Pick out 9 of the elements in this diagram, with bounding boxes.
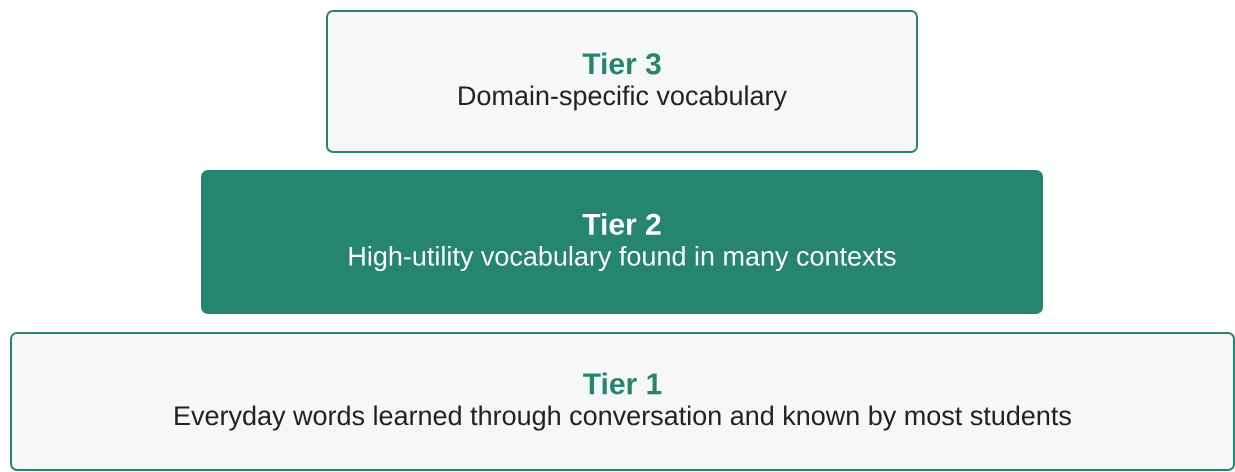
tier-box [10,332,1235,471]
tier-heading: Tier 1 [583,372,662,395]
tier-description: Domain-specific vocabulary [459,85,787,111]
tier-heading: Tier 2 [582,212,661,235]
tier-description: Everyday words learned through conversation and known by most students [175,405,1071,431]
tier-box [326,10,918,153]
tier-box [201,170,1043,314]
tier-description: High-utility vocabulary found in many contexts [349,245,896,272]
tier-heading: Tier 3 [582,52,661,75]
